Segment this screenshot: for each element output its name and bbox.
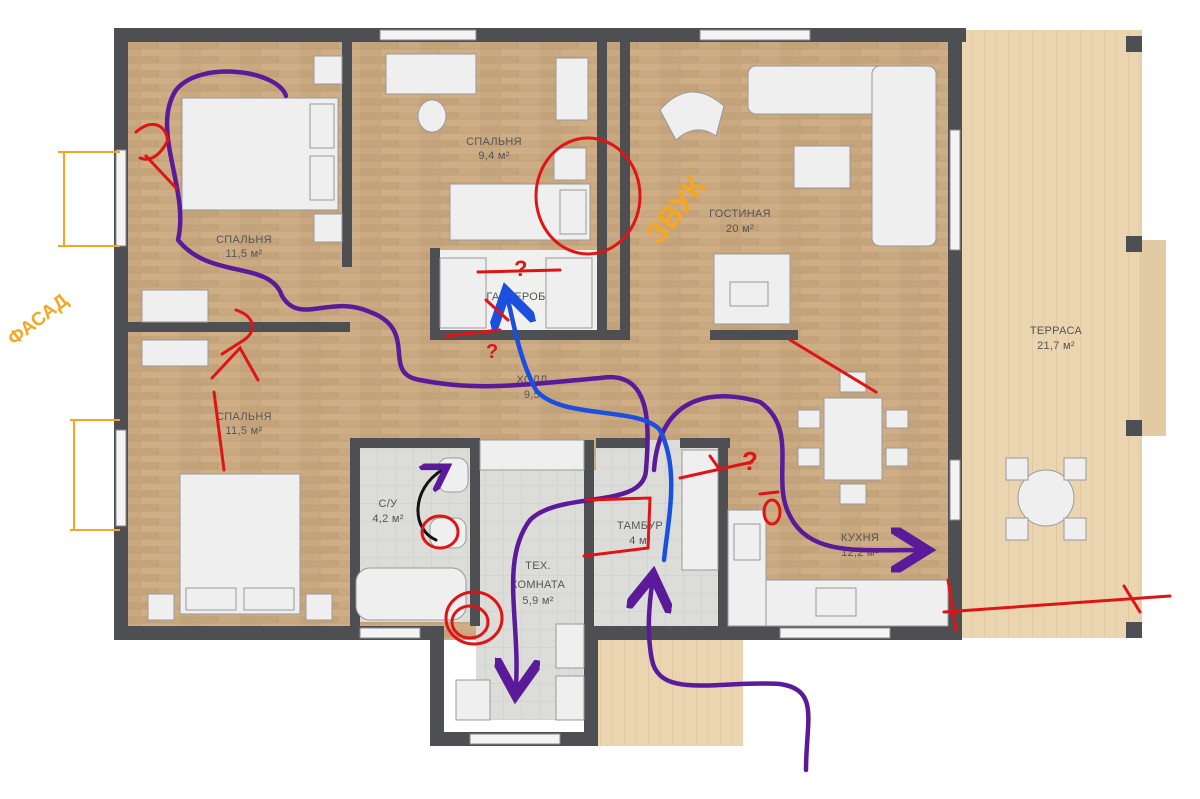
room-area-terrace: 21,7 м² <box>1037 340 1075 352</box>
room-name-tech-2: КОМНАТА <box>511 579 566 591</box>
route-entry <box>649 584 811 773</box>
room-name-living: ГОСТИНАЯ <box>709 208 771 220</box>
question-mark-wardrobe-2: ? <box>486 341 498 363</box>
arrow-black <box>416 470 442 542</box>
room-area-bedroom-nw: 11,5 м² <box>226 248 263 260</box>
facade-label: ФАСАД <box>4 290 73 350</box>
room-name-kitchen: КУХНЯ <box>841 532 879 544</box>
room-name-bathroom: С/У <box>379 498 399 510</box>
terrace-area <box>598 30 1166 746</box>
room-area-tech: 5,9 м² <box>522 595 553 607</box>
question-mark-wardrobe-1: ? <box>514 256 527 281</box>
room-area-living: 20 м² <box>726 223 754 235</box>
question-marks: ? ? ? <box>486 256 758 476</box>
room-name-bedroom-nw: СПАЛЬНЯ <box>216 234 272 246</box>
furniture <box>141 53 1087 721</box>
route-blue <box>508 300 674 563</box>
red-marks <box>134 123 1172 646</box>
room-name-wardrobe: ГАРДЕРОБ <box>486 291 545 303</box>
room-name-tech: ТЕХ. <box>525 560 551 572</box>
room-name-bedroom-sw: СПАЛЬНЯ <box>216 411 272 423</box>
question-mark-kitchen: ? <box>742 446 758 476</box>
room-area-bathroom: 4,2 м² <box>372 513 403 525</box>
route-hall-to-kitchen <box>651 393 918 550</box>
room-area-bedroom-n: 9,4 м² <box>478 150 509 162</box>
room-area-bedroom-sw: 11,5 м² <box>226 425 263 437</box>
room-name-terrace: ТЕРРАСА <box>1030 325 1083 337</box>
room-area-vestibule: 4 м² <box>629 535 651 547</box>
windows <box>115 29 961 745</box>
facade-markers <box>58 151 120 531</box>
room-name-vestibule: ТАМБУР <box>617 520 663 532</box>
room-name-bedroom-n: СПАЛЬНЯ <box>466 136 522 148</box>
